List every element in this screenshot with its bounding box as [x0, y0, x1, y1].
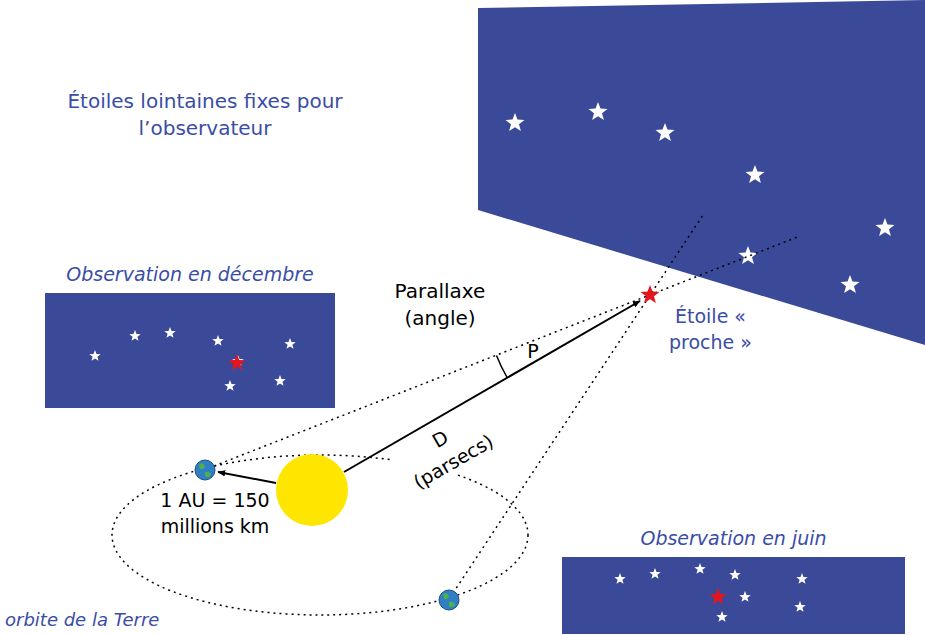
distant-stars [505, 102, 894, 293]
au-arrow [218, 472, 276, 483]
sky-view [45, 293, 335, 408]
earth [439, 590, 459, 610]
angle-symbol: P [523, 339, 543, 365]
angle-arc [497, 356, 508, 378]
panel-heading: Observation en juin [562, 526, 905, 551]
background-caption: Étoiles lointaines fixes pour l’observat… [55, 88, 355, 142]
observation-panel: Observation en décembre [45, 262, 335, 408]
parallax-label: Parallaxe (angle) [375, 278, 505, 332]
star-field [562, 557, 905, 634]
orbit-label: orbite de la Terre [5, 608, 205, 632]
panel-heading: Observation en décembre [45, 262, 335, 287]
sky-view [562, 557, 905, 634]
star-label: Étoile « proche » [643, 304, 778, 355]
distance-label: D (parsecs) [388, 402, 505, 499]
sky-panel [478, 0, 925, 345]
observation-panel: Observation en juin [562, 526, 905, 634]
au-label: 1 AU = 150 millions km [150, 488, 280, 539]
earth-orbit [112, 455, 528, 615]
sun [276, 454, 348, 526]
star-field [45, 293, 335, 408]
near-star [640, 285, 659, 303]
earth [195, 460, 215, 480]
